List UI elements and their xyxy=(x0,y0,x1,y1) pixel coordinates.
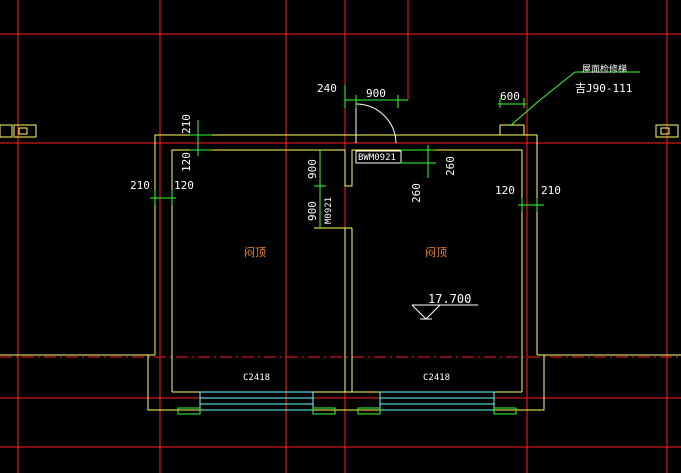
dim-210-right: 210 xyxy=(541,184,561,197)
door-tag-box xyxy=(355,150,402,164)
door-swing-arc xyxy=(355,103,397,144)
window-sills xyxy=(177,407,517,415)
marker-left-b xyxy=(13,124,37,138)
window-left-label: C2418 xyxy=(243,373,270,383)
roof-ladder-box xyxy=(499,124,525,136)
dim-120-left-a: 120 xyxy=(180,152,193,172)
marker-right-a xyxy=(655,124,679,138)
sill-left-a xyxy=(177,407,201,415)
side-markers xyxy=(0,124,679,138)
roof-ladder-ref: 吉J90-111 xyxy=(575,82,632,95)
dim-260-b: 260 xyxy=(410,183,423,203)
dim-120-left-b: 120 xyxy=(174,179,194,192)
dim-210-top: 210 xyxy=(180,114,193,134)
door-m-label: M0921 xyxy=(324,197,334,224)
dim-260-a: 260 xyxy=(444,156,457,176)
dim-240: 240 xyxy=(317,82,337,95)
dim-210-left: 210 xyxy=(130,179,150,192)
window-right xyxy=(379,391,495,411)
dim-900-mid-a: 900 xyxy=(306,159,319,179)
bottom-wall-left-outer xyxy=(0,354,200,411)
room-right-label: 闷顶 xyxy=(425,245,447,259)
dim-900-mid-b: 900 xyxy=(306,201,319,221)
dimension-lines xyxy=(150,71,640,228)
room-left-label: 闷顶 xyxy=(244,245,266,259)
sill-right-a xyxy=(357,407,381,415)
leader-ladder-b xyxy=(539,71,576,101)
annotation-labels: 屋面检修梯 吉J90-111 BWM0921 M0921 闷顶 闷顶 17.70… xyxy=(243,63,632,383)
window-left xyxy=(199,391,314,411)
marker-right-b xyxy=(660,127,670,135)
windows xyxy=(199,391,495,411)
sill-left-b xyxy=(312,407,336,415)
dim-600: 600 xyxy=(500,90,520,103)
elevation-label: 17.700 xyxy=(428,292,471,306)
elevation-symbol xyxy=(411,304,478,320)
roof-ladder-label: 屋面检修梯 xyxy=(582,63,627,75)
window-right-label: C2418 xyxy=(423,373,450,383)
dimension-texts: 240 900 600 210 120 210 120 900 900 260 … xyxy=(130,82,561,221)
dim-900-top: 900 xyxy=(366,87,386,100)
marker-left-c xyxy=(18,127,28,135)
marker-left-a xyxy=(0,124,13,138)
bottom-wall-right-outer xyxy=(494,354,681,411)
walls xyxy=(0,124,681,411)
sill-right-b xyxy=(493,407,517,415)
outer-wall xyxy=(154,134,538,355)
leader-ladder-a xyxy=(509,99,541,127)
dim-120-right: 120 xyxy=(495,184,515,197)
door-bwm-label: BWM0921 xyxy=(358,153,396,163)
door-bwm xyxy=(355,103,402,164)
